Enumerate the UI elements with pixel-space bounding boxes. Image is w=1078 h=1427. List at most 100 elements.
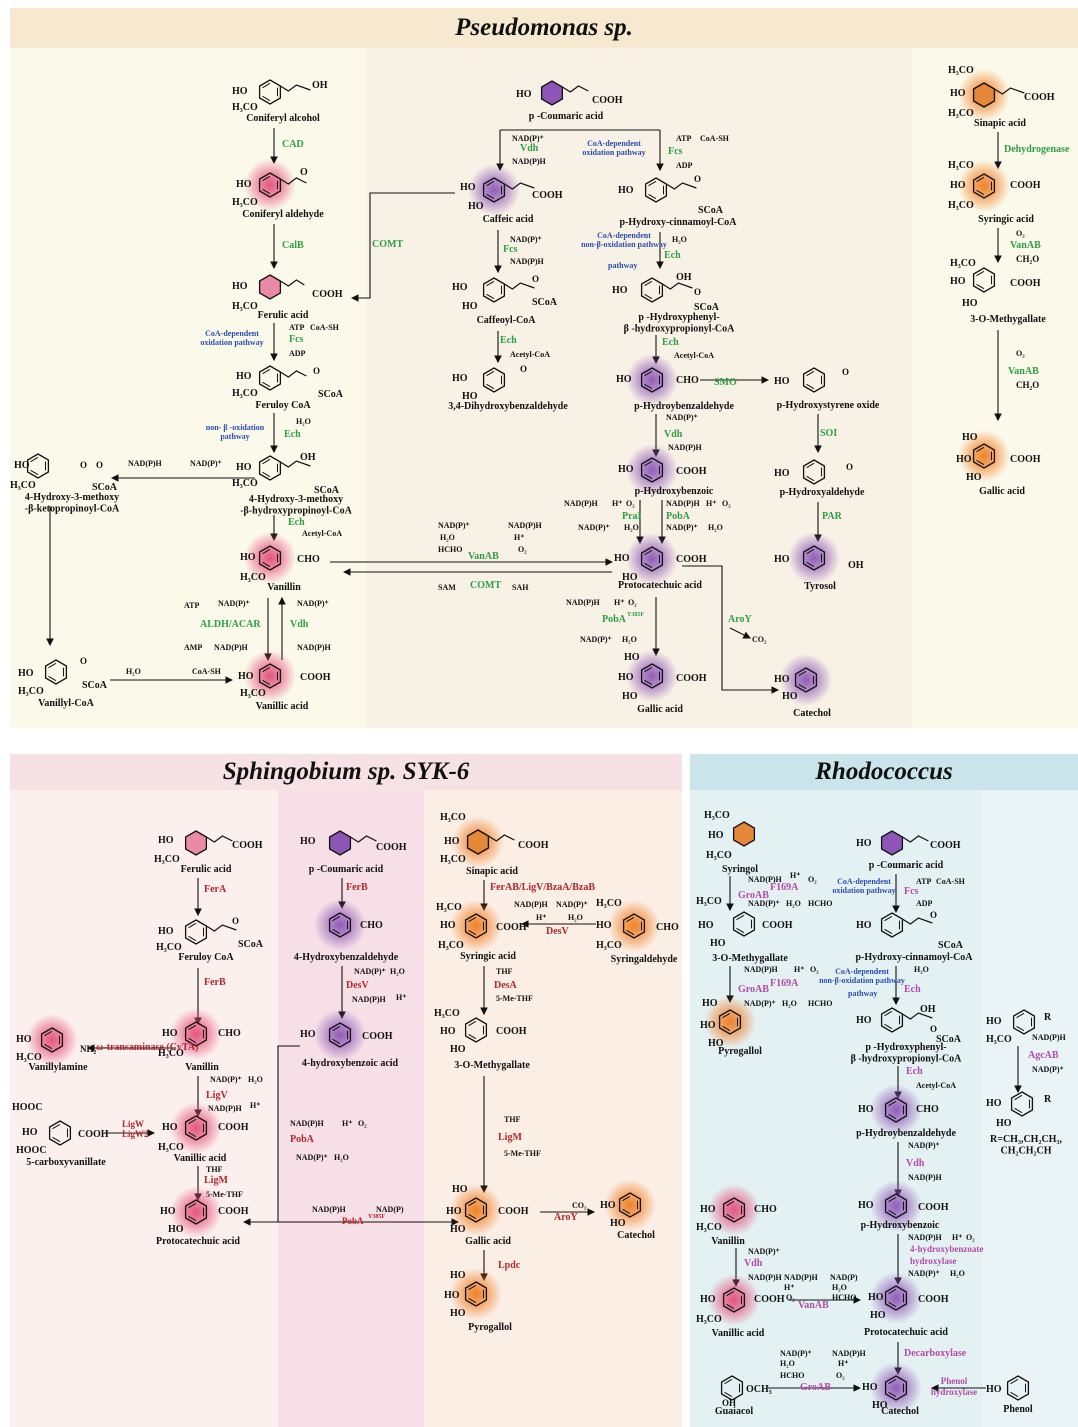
label: CoA-dependent [205, 329, 259, 338]
chem-label: SCoA [314, 485, 340, 496]
double-bond [188, 1118, 197, 1125]
enzyme-agcab: AgcAB [1028, 1050, 1059, 1061]
double-bond [644, 460, 653, 467]
chem-label: HO [240, 552, 256, 563]
chem-label: ADP [916, 899, 933, 908]
benzene-ring [184, 919, 208, 945]
benzene-ring-filled [328, 830, 352, 856]
chem-label: H⁺ [784, 1283, 794, 1292]
benzene-ring [464, 1281, 488, 1307]
benzene-ring [880, 1007, 904, 1033]
chem-label: NAD(P)⁺ [748, 899, 780, 908]
chem-label: 5-Me-THF [206, 1190, 243, 1199]
chem-label: H₂O [334, 1153, 349, 1162]
double-bond [30, 469, 39, 476]
chem-label: HO [444, 1290, 460, 1301]
label: -β-ketopropinoyl-CoA [25, 504, 120, 515]
label: CH₂CH₂CH [1001, 1146, 1052, 1157]
chem-label: O [532, 274, 539, 284]
benzene-ring [640, 546, 664, 572]
label: Syringic acid [978, 214, 1034, 225]
pca-to-catechol [682, 565, 780, 694]
double-bond [888, 1391, 897, 1398]
chem-label: COOH [376, 842, 407, 853]
chem-label: CHO [754, 1204, 777, 1215]
enzyme-vanab: VanAB [468, 551, 499, 562]
double-bond [486, 193, 495, 200]
enzyme-fera: FerA [204, 884, 227, 895]
chem-label: HO [774, 376, 790, 387]
bg-sphingobium-middle [278, 790, 424, 1427]
chem-label: HO [236, 179, 252, 190]
benzene-ring [718, 1009, 742, 1035]
label: Ferulic acid [258, 310, 309, 321]
chem-label: NAD(P)H [290, 1119, 325, 1128]
double-bond [884, 1010, 893, 1017]
double-bond [44, 1043, 53, 1050]
chem-label: HO [468, 201, 484, 212]
label: non- β -oxidation [206, 423, 265, 432]
chem-label: HO [452, 1184, 468, 1195]
purple-highlight [870, 1084, 922, 1136]
double-bond [806, 475, 815, 482]
benzene-ring [644, 177, 668, 203]
enzyme-phenol-hydroxylase: hydroxylase [931, 1387, 977, 1397]
pink-highlight [244, 532, 296, 584]
double-bond [262, 679, 271, 686]
enzyme-aldh_acar: ALDH/ACAR [200, 619, 261, 630]
chem-label: COOH [676, 554, 707, 565]
label: Catechol [793, 708, 831, 719]
chem-label: HO [710, 938, 726, 949]
benzene-ring-filled [184, 830, 208, 856]
double-bond [486, 370, 495, 377]
label: CoA-dependent [587, 139, 641, 148]
chem-label: HO [962, 432, 978, 443]
chem-label: NAD(P)H [128, 459, 163, 468]
chem-label: NAD(P)⁺ [666, 413, 698, 422]
double-bond [976, 459, 985, 466]
enzyme-vdh: Vdh [664, 429, 683, 440]
benzene-ring [1010, 1091, 1034, 1117]
enzyme-ech: Ech [662, 337, 679, 348]
enzyme-poba: PobA [666, 511, 691, 522]
benzene-ring [732, 911, 756, 937]
chem-label: HO [236, 462, 252, 473]
chem-label: O [846, 462, 853, 472]
label: 4-hydroxybenzoic acid [302, 1058, 399, 1069]
chem-label: ATP [676, 134, 692, 143]
label: Coniferyl aldehyde [242, 209, 324, 220]
chem-label: HOOC [12, 1102, 43, 1113]
chem-label: H⁺ [952, 1233, 962, 1242]
chem-label: HO [460, 182, 476, 193]
orange-highlight [608, 900, 660, 952]
label: Vanillic acid [712, 1328, 765, 1339]
chem-label: H₃CO [18, 686, 44, 697]
label: β -hydroxypropionyl-CoA [624, 324, 736, 335]
chem-label: H₃CO [10, 480, 36, 491]
chem-label: HO [698, 920, 714, 931]
double-bond [332, 1038, 341, 1045]
benzene-ring [972, 267, 996, 293]
chem-label: HO [462, 391, 478, 402]
benzene-ring-filled [540, 80, 564, 106]
double-bond [332, 928, 341, 935]
chem-label: HO [168, 1224, 184, 1235]
chem-label: H⁺ [536, 913, 546, 922]
enzyme-ferb: FerB [204, 977, 226, 988]
pink-highlight [170, 1186, 222, 1238]
enzyme-poba_mut: PobA [602, 614, 627, 625]
label: 3-O-Methygallate [712, 953, 788, 964]
purple-highlight [870, 1272, 922, 1324]
enzyme-ech: Ech [288, 517, 305, 528]
chem-label: H₂O [780, 1359, 795, 1368]
enzyme-desa: DesA [494, 980, 518, 991]
chem-label: COOH [918, 1294, 949, 1305]
chem-label: HO [856, 1015, 872, 1026]
bg-sphingobium-left [10, 790, 278, 1427]
enzyme-ferab_etc: FerAB/LigV/BzaA/BzaB [490, 882, 595, 893]
label: non-β-oxidation pathway [819, 976, 905, 985]
double-bond [188, 1215, 197, 1222]
chem-label: HO [158, 926, 174, 937]
label: CoA-dependent [597, 231, 651, 240]
